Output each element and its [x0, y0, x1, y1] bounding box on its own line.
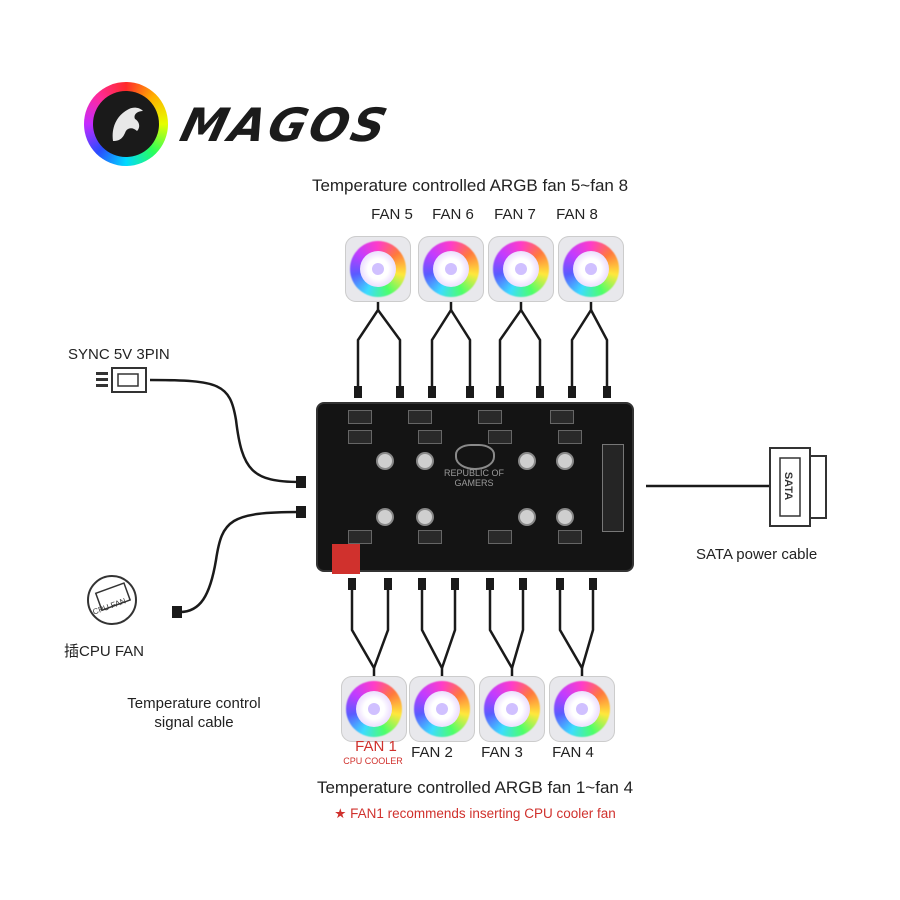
fan1-label: FAN 1: [355, 738, 397, 755]
fan5-label: FAN 5: [371, 206, 413, 223]
fan2-label: FAN 2: [411, 744, 453, 761]
fan1-note: ★ FAN1 recommends inserting CPU cooler f…: [334, 806, 616, 821]
fan2-icon: [409, 676, 475, 742]
top-group-title: Temperature controlled ARGB fan 5~fan 8: [311, 176, 629, 195]
fan7-label: FAN 7: [494, 206, 536, 223]
fan4-label: FAN 4: [552, 744, 594, 761]
temp-signal-line1: Temperature control: [127, 695, 261, 712]
fan-hub-board: REPUBLIC OF GAMERS: [318, 404, 632, 574]
fan5-icon: [345, 236, 411, 302]
cpu-fan-label: 插CPU FAN: [64, 643, 145, 660]
sata-plug-label: SATA: [782, 471, 795, 501]
fan1-icon: [341, 676, 407, 742]
fan6-icon: [418, 236, 484, 302]
sync-label: SYNC 5V 3PIN: [68, 346, 170, 363]
board-print-line1: REPUBLIC OF: [444, 468, 505, 478]
cpu-fan-connector: [332, 544, 360, 574]
cpu-fan-header-icon: [87, 575, 137, 625]
board-print-line2: GAMERS: [454, 478, 494, 488]
rog-eye-icon: [455, 444, 495, 470]
fan8-icon: [558, 236, 624, 302]
fan8-label: FAN 8: [556, 206, 598, 223]
fan4-icon: [549, 676, 615, 742]
horse-logo-icon: [93, 91, 159, 157]
fan1-sublabel: CPU COOLER: [343, 756, 403, 766]
sata-port: [602, 444, 624, 532]
fan6-label: FAN 6: [432, 206, 474, 223]
sata-label: SATA power cable: [696, 546, 818, 563]
fan7-icon: [488, 236, 554, 302]
sync-plug-icon: [96, 367, 147, 393]
bottom-group-title: Temperature controlled ARGB fan 1~fan 4: [316, 778, 634, 797]
temp-signal-line2: signal cable: [154, 714, 234, 731]
fan3-icon: [479, 676, 545, 742]
brand-logo-ring: [84, 82, 168, 166]
temp-signal-label: Temperature control signal cable: [106, 694, 282, 732]
sata-plug-icon: [769, 447, 827, 527]
board-print: REPUBLIC OF GAMERS: [444, 468, 504, 488]
fan3-label: FAN 3: [481, 744, 523, 761]
